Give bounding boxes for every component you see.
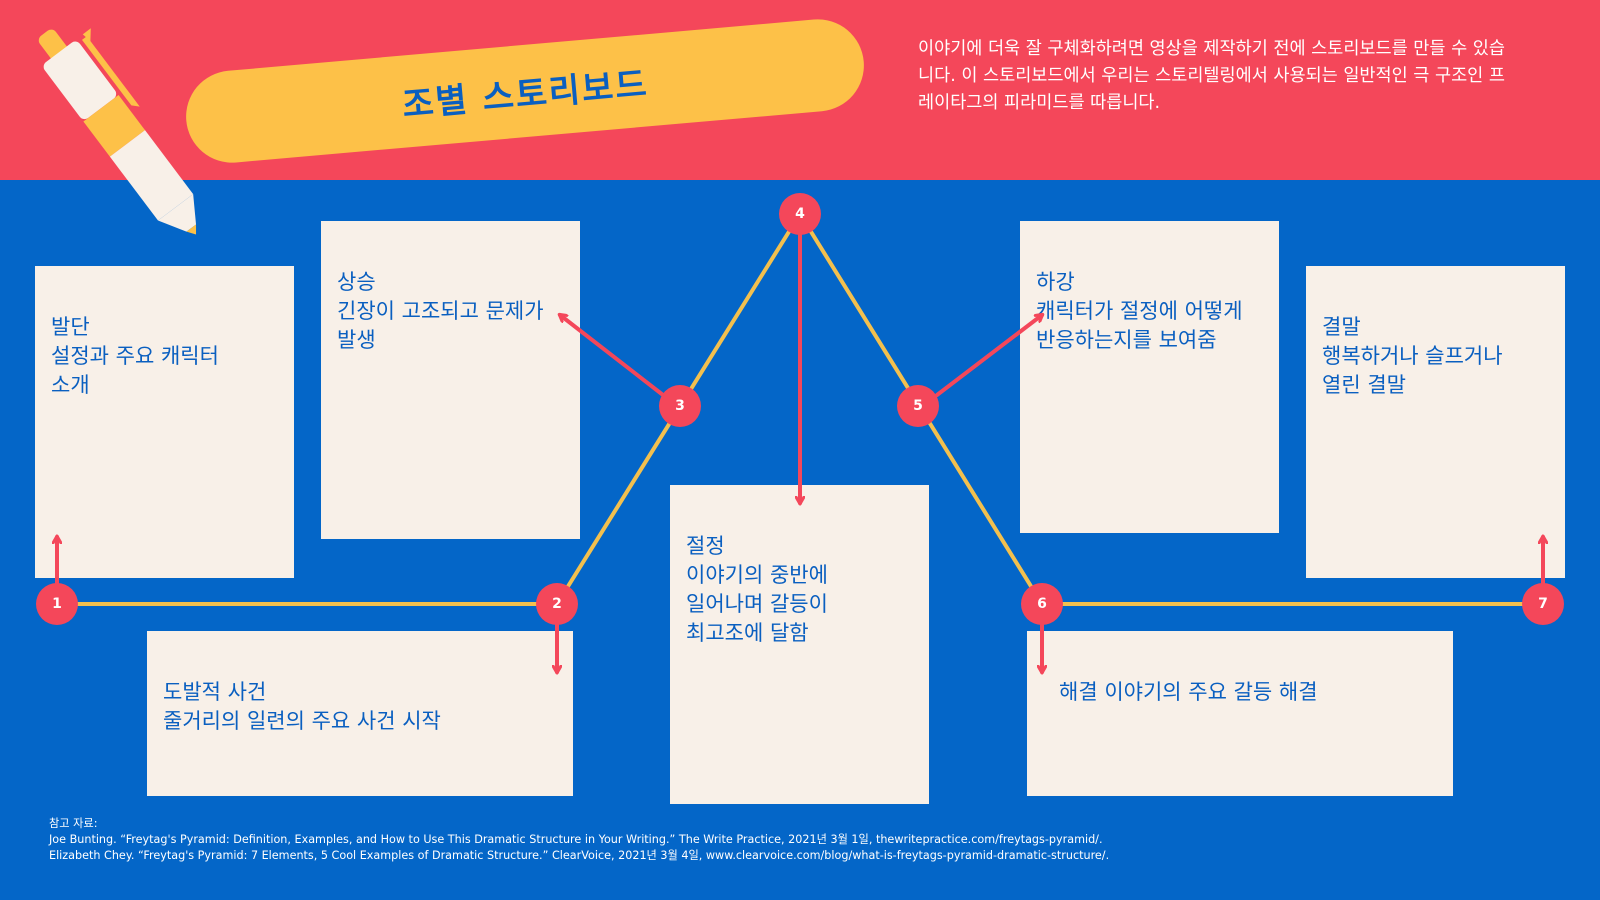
card-text: 설정과 주요 캐릭터 소개 xyxy=(51,344,219,397)
card-text: 캐릭터가 절정에 어떻게 반응하는지를 보여줌 xyxy=(1036,299,1243,352)
intro-text: 이야기에 더욱 잘 구체화하려면 영상을 제작하기 전에 스토리보드를 만들 수… xyxy=(918,39,1505,113)
reference-item: Elizabeth Chey. “Freytag's Pyramid: 7 El… xyxy=(49,849,1110,862)
card-text: 이야기의 주요 갈등 해결 xyxy=(1104,680,1318,704)
pen-icon xyxy=(38,28,197,235)
reference-item: Joe Bunting. “Freytag's Pyramid: Definit… xyxy=(49,833,1103,846)
step-badge-1: 1 xyxy=(36,583,78,625)
card-text: 줄거리의 일련의 주요 사건 시작 xyxy=(163,709,441,733)
card-title: 상승 xyxy=(337,270,376,294)
card-text: 긴장이 고조되고 문제가 발생 xyxy=(337,299,544,352)
step-badge-3: 3 xyxy=(659,385,701,427)
card-title: 결말 xyxy=(1322,315,1361,339)
card-title: 해결 xyxy=(1059,680,1098,704)
arrow-3 xyxy=(560,315,665,397)
card-text: 이야기의 중반에 일어나며 갈등이 최고조에 달함 xyxy=(686,563,828,645)
card-text: 행복하거나 슬프거나 열린 결말 xyxy=(1322,344,1503,397)
card-resolution: 해결 이야기의 주요 갈등 해결 xyxy=(1027,631,1453,796)
step-badge-7: 7 xyxy=(1522,583,1564,625)
card-title: 도발적 사건 xyxy=(163,680,267,704)
references-label: 참고 자료: xyxy=(49,817,98,830)
references: 참고 자료: Joe Bunting. “Freytag's Pyramid: … xyxy=(49,816,1109,864)
step-badge-2: 2 xyxy=(536,583,578,625)
card-title: 발단 xyxy=(51,315,90,339)
step-badge-5: 5 xyxy=(897,385,939,427)
card-title: 절정 xyxy=(686,534,725,558)
step-badge-4: 4 xyxy=(779,193,821,235)
arrow-5 xyxy=(935,315,1042,397)
card-title: 하강 xyxy=(1036,270,1075,294)
step-badge-6: 6 xyxy=(1021,583,1063,625)
